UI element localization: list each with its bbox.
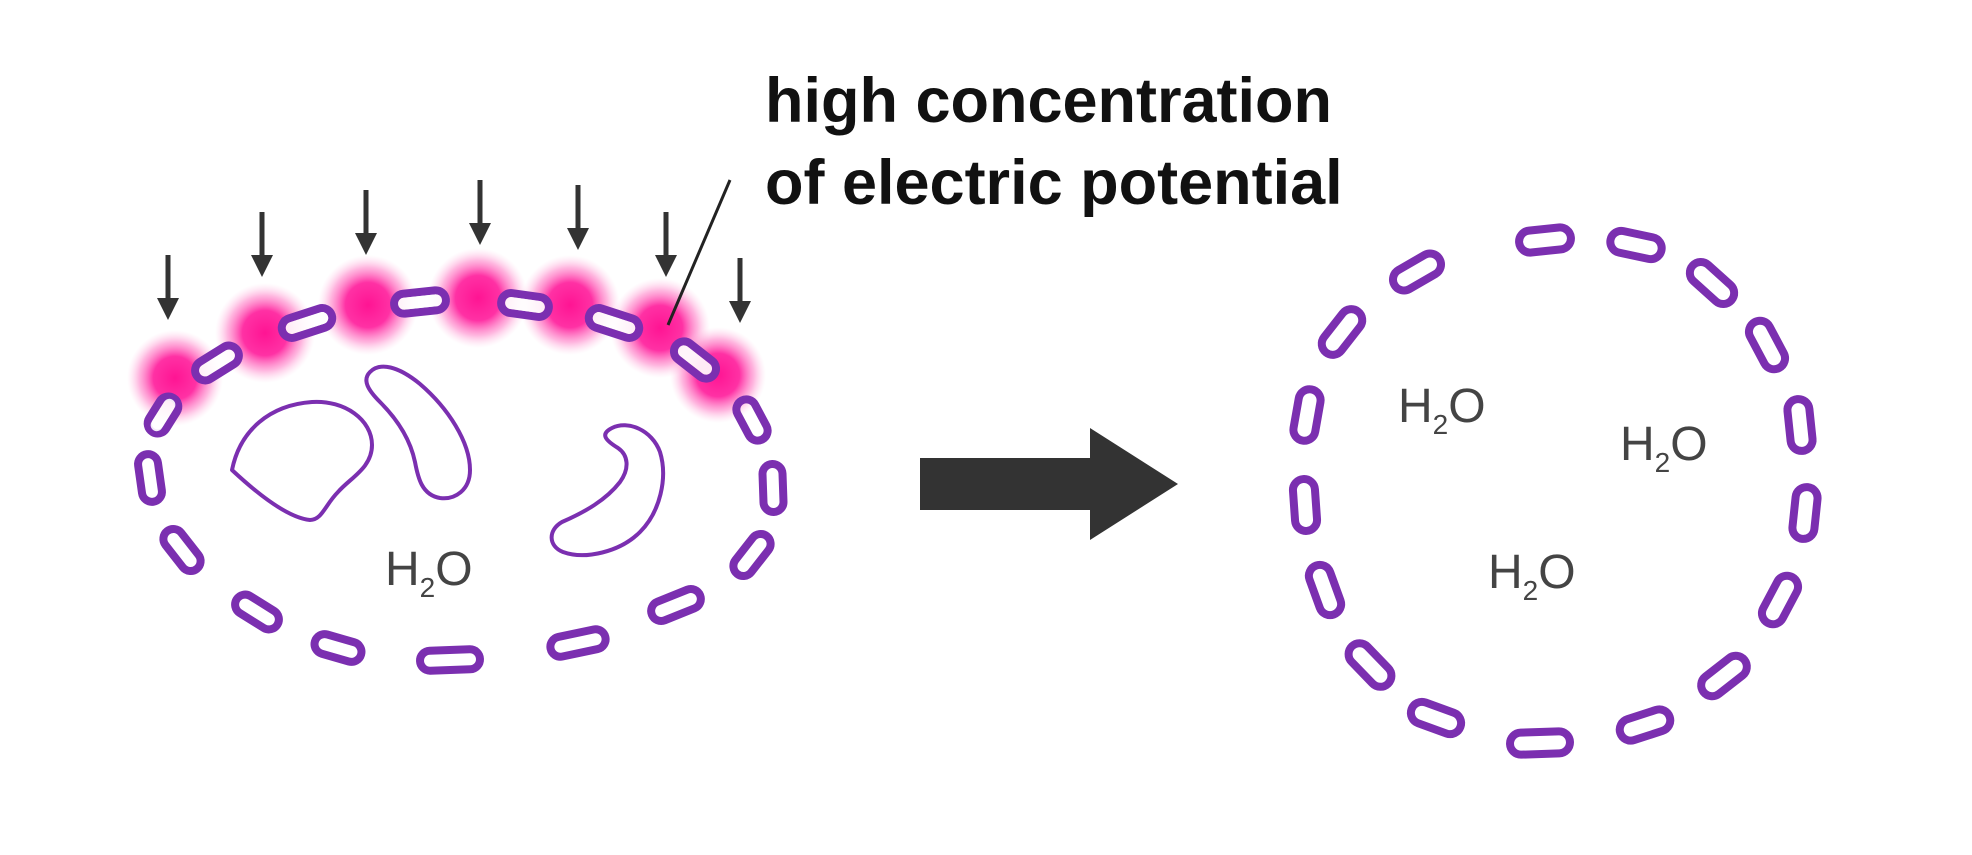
membrane-segment (1788, 483, 1822, 543)
membrane-segment (1506, 727, 1574, 759)
membrane-segment (1406, 697, 1466, 739)
callout-line-2: of electric potential (765, 148, 1343, 218)
membrane-segment (231, 590, 283, 634)
down-arrow-icon (469, 180, 491, 245)
membrane-segment (1744, 316, 1790, 374)
membrane-segment (1615, 705, 1675, 745)
h2o-label-right-1: H2O (1398, 380, 1486, 440)
potential-glow (318, 255, 418, 355)
down-arrow-icon (157, 255, 179, 320)
membrane-segment (134, 450, 166, 506)
left-membrane-glow-fill (150, 294, 713, 432)
h2o-label-right-3: H2O (1488, 546, 1576, 606)
membrane-segment (584, 304, 644, 342)
membrane-segment (546, 625, 610, 661)
pressure-arrows (157, 180, 751, 323)
callout-leader-line (666, 179, 732, 326)
down-arrow-icon (567, 185, 589, 250)
h2o-label-right-2: H2O (1620, 418, 1708, 478)
membrane-segment (1757, 571, 1803, 629)
down-arrow-icon (251, 212, 273, 277)
membrane-segment (1697, 651, 1751, 701)
membrane-segment (758, 460, 788, 516)
transition-arrow-icon (920, 428, 1178, 540)
membrane-segment (1289, 385, 1325, 445)
membrane-segment (416, 645, 484, 675)
membrane-segment (1783, 395, 1817, 455)
left-membrane (134, 286, 788, 675)
membrane-segment (669, 337, 721, 383)
membrane-segment (647, 585, 705, 625)
membrane-segment (1389, 249, 1445, 295)
organelle-shape (364, 364, 472, 501)
organelle-shape (549, 423, 665, 557)
membrane-segment (310, 630, 366, 666)
membrane-segment (497, 289, 553, 321)
membrane-segment (390, 286, 450, 318)
potential-glow (127, 330, 223, 426)
membrane-segment (729, 529, 775, 581)
membrane-segment (1317, 305, 1367, 359)
membrane-segment (1304, 560, 1346, 620)
callout-line-1: high concentration (765, 66, 1332, 136)
down-arrow-icon (655, 212, 677, 277)
membrane-segment (1515, 223, 1575, 257)
membrane-segment (1606, 226, 1666, 264)
potential-glows (127, 248, 766, 426)
down-arrow-icon (729, 258, 751, 323)
membrane-segment (732, 395, 772, 445)
potential-glow (428, 248, 528, 348)
membrane-segment (159, 524, 205, 576)
right-membrane (1288, 223, 1822, 759)
membrane-segment (1685, 257, 1739, 309)
down-arrow-icon (355, 190, 377, 255)
membrane-segment (1288, 475, 1322, 535)
organelles (230, 364, 665, 557)
organelle-shape (230, 399, 374, 522)
membrane-segment (277, 304, 337, 342)
membrane-segment (191, 341, 243, 385)
h2o-label-left: H2O (385, 543, 473, 603)
membrane-segment (1344, 639, 1396, 691)
